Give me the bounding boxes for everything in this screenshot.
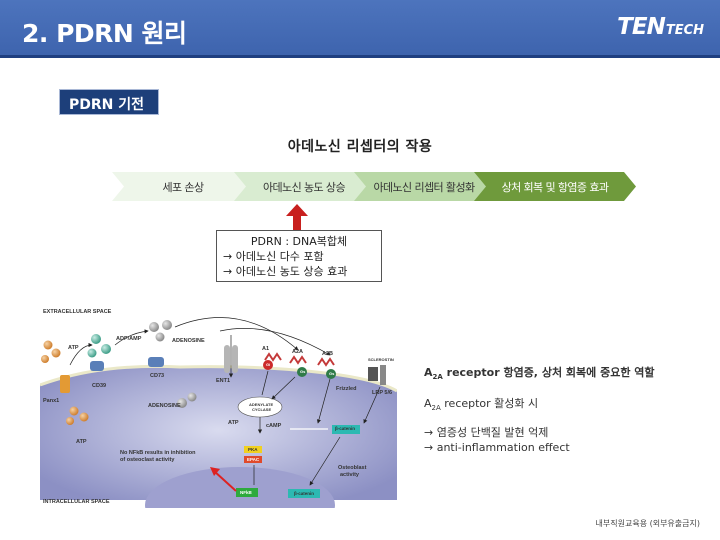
- tentech-logo: TENTECH: [617, 14, 704, 40]
- note-line-3: → 아데노신 농도 상승 효과: [223, 265, 348, 278]
- gs-label: Gs: [300, 369, 306, 374]
- process-step-label: 상처 회복 및 항염증 효과: [501, 180, 609, 194]
- pdrn-note-box: PDRN : DNA복합체 → 아데노신 다수 포함 → 아데노신 농도 상승 …: [216, 230, 382, 282]
- a2a-title: A2A receptor 항염증, 상처 회복에 중요한 역할: [424, 364, 655, 381]
- cd39-label: CD39: [92, 383, 107, 389]
- intracellular-label: INTRACELLULAR SPACE: [43, 499, 110, 505]
- a1-label: A1: [262, 346, 270, 352]
- atp-out-label: ATP: [68, 345, 79, 351]
- process-step-label: 세포 손상: [162, 180, 205, 194]
- adenosine-pathway-diagram: EXTRACELLULAR SPACE ATP ADP/AMP ADENOSIN…: [40, 305, 397, 508]
- adenylate-label: ADENYLATE: [249, 402, 274, 407]
- no-nfkb-label-2: of osteoclast activity: [120, 457, 175, 463]
- a2a-description: A2A receptor 항염증, 상처 회복에 중요한 역할 A2A rece…: [424, 364, 655, 454]
- lrp-label: LRP 5/6: [372, 390, 393, 396]
- process-step-3: 아데노신 리셉터 활성화: [354, 172, 494, 201]
- adp-amp-label: ADP/AMP: [116, 336, 142, 342]
- no-nfkb-label-1: No NFkB results in inhibition: [120, 450, 196, 456]
- nfkb-label: NFkB: [240, 490, 252, 495]
- a2a-line-sub: 2A: [431, 404, 441, 413]
- a2a-title-prefix: A: [424, 366, 433, 379]
- frizzled-label: Frizzled: [336, 386, 357, 392]
- a2a-line-rest: receptor 활성화 시: [440, 397, 539, 411]
- logo-sub-text: TECH: [665, 23, 704, 38]
- adenosine-in-label: ADENOSINE: [148, 403, 181, 409]
- process-step-2: 아데노신 농도 상승: [234, 172, 374, 201]
- header-divider: [0, 55, 720, 58]
- a2a-title-sub: 2A: [432, 373, 443, 382]
- process-step-1: 세포 손상: [112, 172, 254, 201]
- gi-label: Gi: [266, 362, 271, 367]
- atp-in-label: ATP: [228, 420, 239, 426]
- effect-line-2: → anti-inflammation effect: [424, 441, 570, 455]
- pathway-illustration: [40, 317, 397, 508]
- beta-catenin-label: β-catenin: [335, 426, 355, 431]
- page-title: 2. PDRN 원리: [22, 19, 187, 48]
- red-up-arrow-icon: [286, 204, 308, 234]
- section-label: PDRN 기전: [59, 89, 159, 115]
- header-bar: [0, 0, 720, 58]
- slide-subtitle: 아데노신 리셉터의 작용: [287, 139, 433, 155]
- process-step-label: 아데노신 리셉터 활성화: [373, 180, 476, 194]
- process-step-label: 아데노신 농도 상승: [263, 180, 346, 194]
- chevron-shape-2: [234, 172, 374, 201]
- pka-label: PKA: [248, 447, 258, 452]
- a2a-line-prefix: A: [424, 397, 432, 411]
- a2a-activation-line: A2A receptor 활성화 시: [424, 395, 655, 412]
- a2b-label: A2B: [322, 351, 334, 357]
- effect-line-1: → 염증성 단백질 발현 억제: [424, 426, 549, 440]
- chevron-shape-3: [354, 172, 494, 201]
- cyclase-label: CYCLASE: [252, 407, 272, 412]
- panx1-label: Panx1: [43, 398, 60, 404]
- gs2-label: Gs: [329, 371, 335, 376]
- note-line-1: PDRN : DNA복합체: [250, 235, 348, 248]
- a2a-title-rest: receptor 항염증, 상처 회복에 중요한 역할: [442, 366, 655, 379]
- note-line-2: → 아데노신 다수 포함: [223, 250, 324, 263]
- ent1-label: ENT1: [216, 378, 231, 384]
- extracellular-label: EXTRACELLULAR SPACE: [43, 309, 112, 315]
- process-flow: 세포 손상 아데노신 농도 상승 아데노신 리셉터 활성화 상처 회복 및 항염…: [112, 172, 642, 201]
- cd73-label: CD73: [150, 373, 165, 379]
- osteoblast-label-2: activity: [340, 472, 359, 478]
- sclerostin-label: SCLEROSTIN: [368, 357, 394, 362]
- a2a-label: A2A: [292, 349, 304, 355]
- process-step-4: 상처 회복 및 항염증 효과: [474, 172, 636, 201]
- adenosine-top-label: ADENOSINE: [172, 338, 205, 344]
- atp-low-label: ATP: [76, 439, 87, 445]
- epac-label: EPAC: [247, 457, 260, 462]
- footer-note: 내부직원교육용 (외부유출금지): [595, 519, 700, 528]
- osteoblast-label-1: Osteoblast: [338, 465, 367, 471]
- logo-main-text: TEN: [617, 14, 666, 40]
- chevron-shape-1: [112, 172, 254, 201]
- chevron-shape-4: [474, 172, 636, 201]
- beta-catenin-nucleus-label: β-catenin: [294, 491, 314, 496]
- camp-label: cAMP: [266, 423, 282, 429]
